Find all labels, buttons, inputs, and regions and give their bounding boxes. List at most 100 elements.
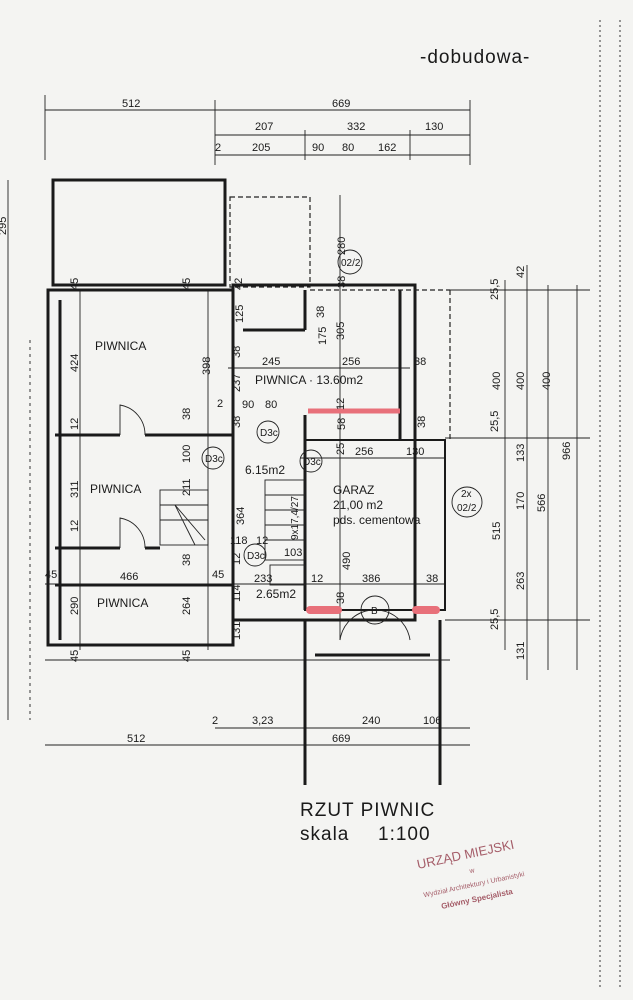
- dimension-label: 58: [336, 418, 348, 430]
- dimension-label: 130: [425, 121, 443, 133]
- door-window-tag: D3c: [303, 457, 321, 468]
- dimension-label: 103: [284, 547, 302, 559]
- dimension-label: 305: [335, 322, 347, 340]
- door-window-tag: D3c: [260, 428, 278, 439]
- dimension-label: 566: [536, 494, 548, 512]
- dimension-label: 25: [335, 443, 347, 455]
- stamp: URZĄD MIEJSKI w Wydział Architektury i U…: [416, 837, 526, 911]
- dimension-label: 25,5: [489, 609, 501, 630]
- dimension-label: 669: [332, 98, 350, 110]
- dimension-label: 38: [231, 416, 243, 428]
- room-label: 6.15m2: [245, 463, 285, 477]
- dimension-label: 280: [336, 237, 348, 255]
- dimension-label: 106: [423, 715, 441, 727]
- dimension-label: 25,5: [489, 279, 501, 300]
- stairs-label: 9x17,4/27: [290, 496, 301, 540]
- dimension-label: 3,23: [252, 715, 273, 727]
- dimension-label: 38: [414, 356, 426, 368]
- dimension-label: 90: [312, 142, 324, 154]
- room-label: PIWNICA: [97, 596, 148, 610]
- dimension-label: 398: [201, 357, 213, 375]
- dimension-label: 400: [491, 372, 503, 390]
- room-label: PIWNICA · 13.60m2: [255, 373, 363, 387]
- dimension-label: 170: [515, 492, 527, 510]
- dimension-label: 38: [426, 573, 438, 585]
- dimension-label: 256: [342, 356, 360, 368]
- dimension-label: 2: [212, 715, 218, 727]
- dimension-label: 311: [69, 480, 81, 498]
- dimension-label: 12: [69, 418, 81, 430]
- walls: [46, 178, 446, 785]
- dimension-label: 669: [332, 733, 350, 745]
- dimension-label: 263: [515, 572, 527, 590]
- door-window-tag: 2x: [461, 489, 472, 500]
- dimension-label: 38: [181, 408, 193, 420]
- door-window-tag: 02/2: [341, 258, 361, 269]
- dimension-label: 100: [181, 445, 193, 463]
- dimension-label: 175: [317, 327, 329, 345]
- dimension-label: 131: [231, 622, 243, 640]
- dimension-label: 114: [231, 584, 243, 602]
- dimension-label: 38: [315, 306, 327, 318]
- dimension-label: 515: [491, 522, 503, 540]
- dimension-label: 264: [181, 597, 193, 615]
- dimension-label: 12: [335, 398, 347, 410]
- dashed-extension-outlines: [229, 196, 451, 440]
- dimension-label: 45: [181, 650, 193, 662]
- door-window-tag: D3c: [205, 454, 223, 465]
- dimension-label: 38: [335, 592, 347, 604]
- dimension-label: 332: [347, 121, 365, 133]
- dimension-label: 512: [127, 733, 145, 745]
- paper-edges: [599, 20, 621, 990]
- dimension-label: 512: [122, 98, 140, 110]
- dimension-label: 2: [217, 398, 223, 410]
- dimension-label: 133: [515, 444, 527, 462]
- dimension-label: 966: [561, 442, 573, 460]
- dimension-label: 25,5: [489, 411, 501, 432]
- dimension-label: 162: [378, 142, 396, 154]
- room-label: pds. cementowa: [333, 513, 421, 527]
- dimension-label: 386: [362, 573, 380, 585]
- dimension-label: 12: [311, 573, 323, 585]
- dimension-label: 2: [215, 142, 221, 154]
- plan-title: RZUT PIWNIC: [300, 800, 435, 821]
- dimension-label: 45: [212, 569, 224, 581]
- dimension-label: 118: [230, 535, 248, 547]
- dimension-label: 12: [256, 535, 268, 547]
- room-label: 21,00 m2: [333, 498, 383, 512]
- stamp-line-2: w: [468, 867, 476, 875]
- dimension-label: 400: [515, 372, 527, 390]
- dimension-label: 207: [255, 121, 273, 133]
- dimension-label: 130: [406, 446, 424, 458]
- dimension-label: 490: [341, 552, 353, 570]
- room-label: PIWNICA: [90, 482, 141, 496]
- dimension-label: 295: [0, 217, 9, 235]
- room-label: GARAZ: [333, 483, 374, 497]
- red-highlights: [306, 408, 440, 614]
- door-swings: [119, 404, 411, 641]
- dimension-label: 205: [252, 142, 270, 154]
- door-window-tag: B: [371, 606, 378, 617]
- dimension-label: 131: [515, 642, 527, 660]
- dimension-label: 80: [265, 399, 277, 411]
- header-title: -dobudowa-: [420, 47, 530, 68]
- dimension-label: 80: [342, 142, 354, 154]
- door-window-tag: 02/2: [457, 503, 477, 514]
- dimension-label: 400: [541, 372, 553, 390]
- scale-value: 1:100: [378, 824, 431, 845]
- dimension-label: 42: [515, 266, 527, 278]
- dimension-label: 38: [416, 416, 428, 428]
- dimension-label: 240: [362, 715, 380, 727]
- dimension-label: 364: [235, 507, 247, 525]
- dimension-label: 38: [181, 554, 193, 566]
- room-label: PIWNICA: [95, 339, 146, 353]
- dimension-label: 256: [355, 446, 373, 458]
- room-label: 2.65m2: [256, 587, 296, 601]
- tag-circles: [201, 249, 483, 625]
- dimension-label: 45: [69, 278, 81, 290]
- dimension-label: 42: [233, 278, 245, 290]
- dimension-label: 38: [231, 346, 243, 358]
- dimension-label: 45: [181, 278, 193, 290]
- dimension-label: 290: [69, 597, 81, 615]
